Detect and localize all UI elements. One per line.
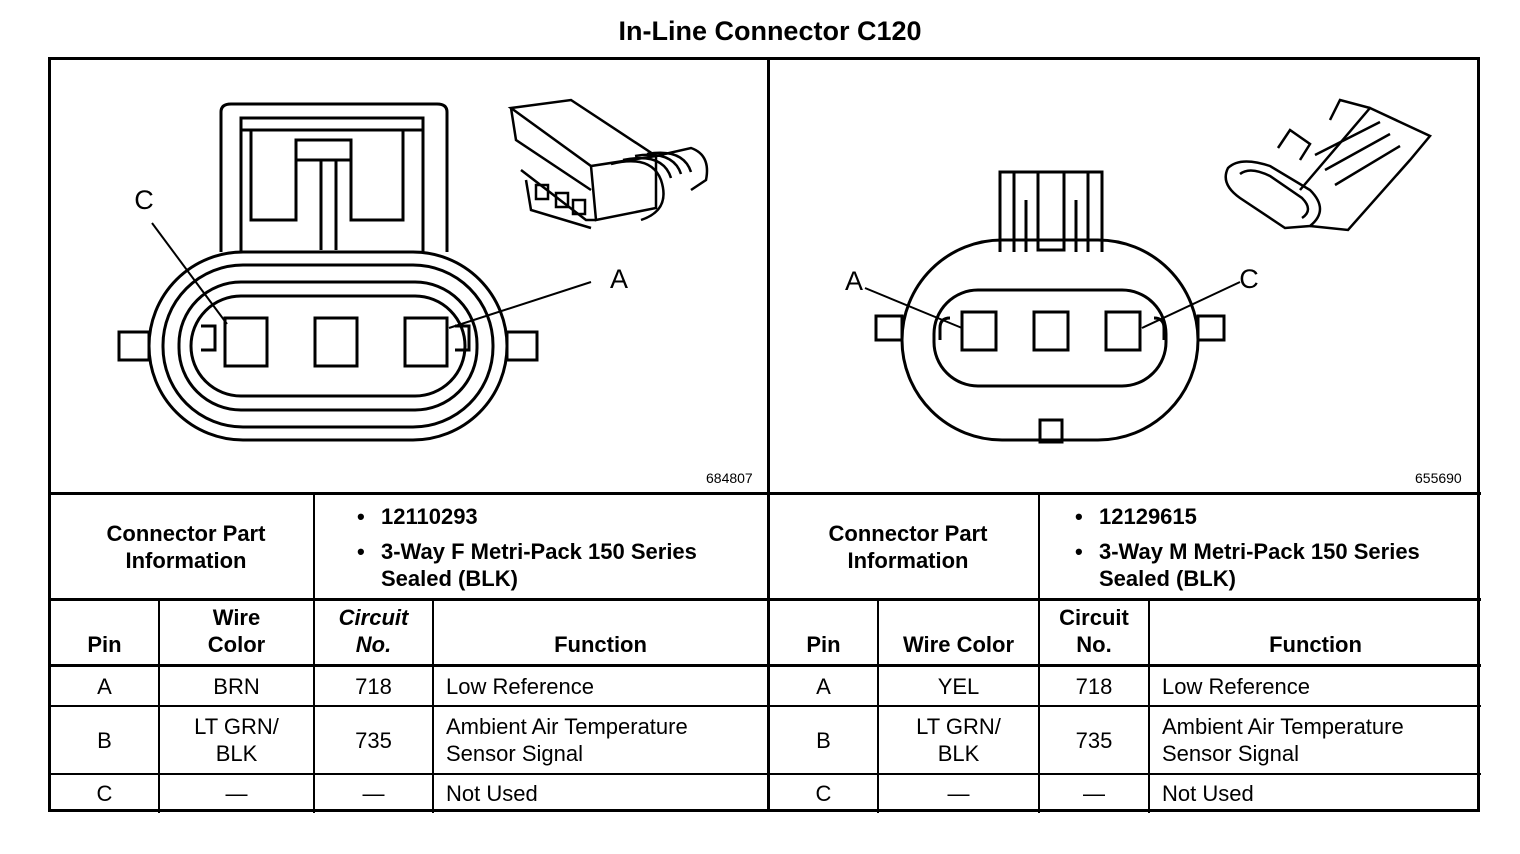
row-a-bottom-line	[51, 705, 1481, 707]
right-circuit-divider	[1148, 599, 1150, 813]
table-cell: —	[362, 781, 385, 806]
left-part-info-label: Connector Part Information	[106, 521, 266, 573]
right-part-info-divider	[1038, 493, 1040, 813]
connector-frame: C A 684807	[48, 57, 1481, 813]
right-pin-letter-c: C	[1239, 263, 1259, 294]
table-cell: Ambient Air Temperature Sensor Signal	[446, 714, 688, 766]
row-b-bottom-line	[51, 773, 1481, 775]
table-cell: Not Used	[1162, 781, 1254, 806]
table-cell: B	[97, 727, 112, 753]
table-cell: —	[225, 781, 248, 806]
right-connector-drawing	[864, 98, 1432, 444]
right-header-pin: Pin	[806, 632, 841, 657]
table-cell: 735	[355, 727, 392, 753]
left-circuit-divider	[432, 599, 434, 813]
left-header-pin: Pin	[87, 632, 122, 657]
table-cell: C	[96, 781, 113, 806]
left-pin-letter-a: A	[609, 263, 628, 294]
left-pin-letter-c: C	[134, 184, 154, 215]
left-header-wire-color: Wire Color	[207, 605, 266, 657]
right-pin-divider	[877, 599, 879, 813]
right-header-circuit-no: Circuit No.	[1059, 605, 1129, 657]
table-cell: LT GRN/ BLK	[916, 714, 1001, 766]
table-cell: BRN	[213, 673, 260, 699]
right-part-description: •3-Way M Metri-Pack 150 Series Sealed (B…	[1075, 539, 1420, 591]
table-cell: A	[816, 673, 831, 699]
right-header-function: Function	[1269, 632, 1362, 657]
table-cell: YEL	[937, 673, 980, 699]
left-header-function: Function	[554, 632, 647, 657]
table-cell: 718	[1075, 673, 1113, 699]
left-pin-divider	[158, 599, 160, 813]
table-cell: LT GRN/ BLK	[194, 714, 279, 766]
table-cell: Ambient Air Temperature Sensor Signal	[1162, 714, 1404, 766]
right-header-wire-color: Wire Color	[902, 632, 1015, 657]
right-part-info-label: Connector Part Information	[828, 521, 988, 573]
table-cell: Low Reference	[446, 673, 594, 699]
part-info-bottom-line	[51, 598, 1481, 601]
bullet-icon: •	[1075, 539, 1083, 564]
left-part-number: •12110293	[357, 504, 478, 529]
table-cell: Not Used	[446, 781, 538, 806]
left-part-description: •3-Way F Metri-Pack 150 Series Sealed (B…	[357, 539, 697, 591]
table-cell: B	[816, 727, 831, 753]
bullet-icon: •	[357, 539, 365, 564]
table-cell: A	[97, 673, 112, 699]
left-header-circuit-no: Circuit No.	[338, 605, 409, 657]
table-cell: 735	[1075, 727, 1113, 753]
right-pin-letter-a: A	[844, 265, 863, 296]
right-figure-number: 655690	[1415, 470, 1462, 486]
center-divider	[767, 60, 770, 812]
page-title: In-Line Connector C120	[618, 16, 922, 46]
left-part-info-divider	[313, 493, 315, 813]
left-figure-number: 684807	[706, 470, 753, 486]
diagram-bottom-line	[51, 492, 1481, 495]
table-cell: —	[947, 781, 970, 806]
table-cell: —	[1083, 781, 1105, 806]
bullet-icon: •	[357, 504, 365, 529]
table-cell: Low Reference	[1162, 673, 1310, 699]
header-bottom-line	[51, 664, 1481, 667]
left-connector-drawing	[117, 98, 709, 442]
bullet-icon: •	[1075, 504, 1083, 529]
table-cell: 718	[355, 673, 392, 699]
right-part-number: •12129615	[1075, 504, 1197, 529]
table-cell: C	[815, 781, 832, 806]
